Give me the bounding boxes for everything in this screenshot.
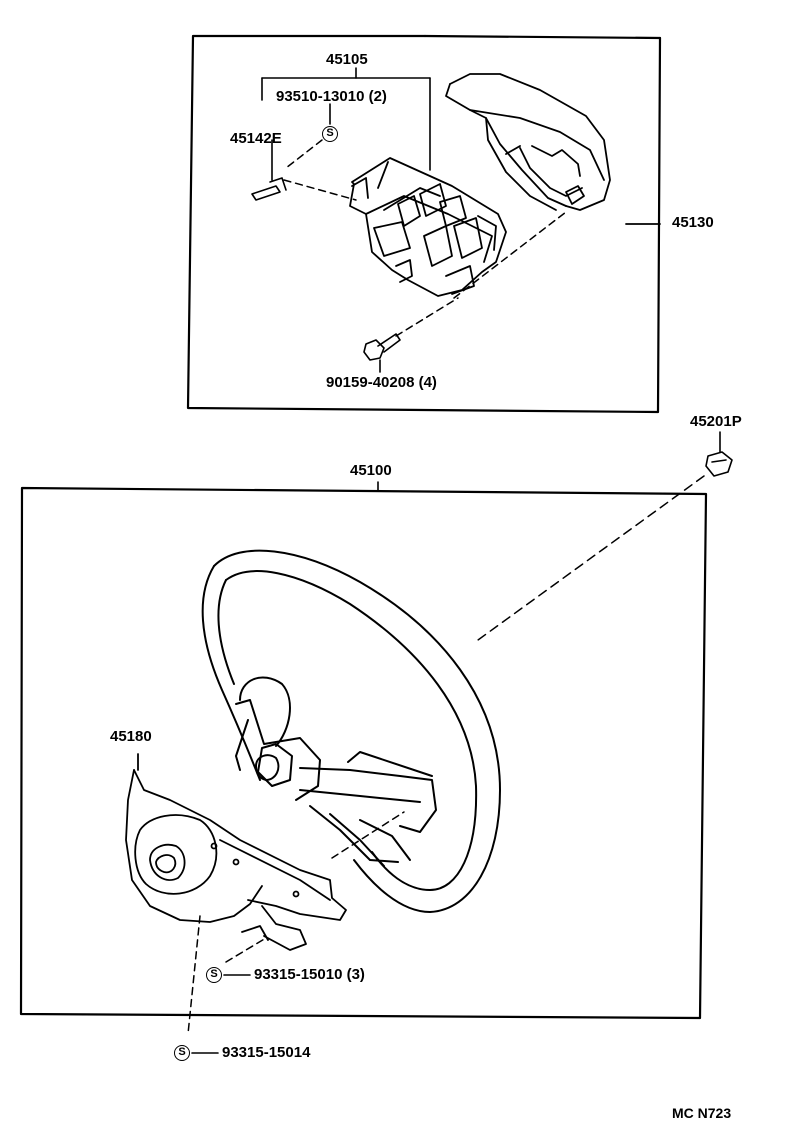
- lower-screw-label: 93315-15010 (3): [254, 966, 365, 983]
- cover-label: 45130: [672, 214, 714, 231]
- upper-dashed-leaders: [283, 139, 567, 337]
- cover-screw-label: 93315-15014: [222, 1044, 311, 1061]
- standard-part-symbol-lower: S: [206, 967, 222, 983]
- screw-set-label: 93510-13010 (2): [276, 88, 387, 105]
- pad-assembly-label: 45105: [326, 51, 368, 68]
- symbol-leaders: [191, 974, 251, 1054]
- bolt-label: 90159-40208 (4): [326, 374, 437, 391]
- bolt-drawing: [363, 333, 401, 373]
- cover-drawing: [445, 73, 661, 225]
- steering-wheel-label: 45100: [350, 462, 392, 479]
- standard-part-symbol-upper: S: [322, 126, 338, 142]
- nut-dashed-leader: [477, 475, 705, 641]
- pad-bracket-drawing: [349, 157, 507, 297]
- lower-box-frame: [19, 486, 708, 1020]
- lower-cover-label: 45180: [110, 728, 152, 745]
- lower-dashed-leaders: [187, 811, 405, 1035]
- diagram-code: MC N723: [672, 1105, 732, 1121]
- pad-screw-drawing: [251, 139, 287, 201]
- pad-screw-label: 45142E: [230, 130, 282, 147]
- upper-box-frame: [186, 34, 662, 414]
- upper-box-top-right: [423, 34, 662, 40]
- pad-assembly-leader: [261, 67, 431, 171]
- standard-part-symbol-bottom: S: [174, 1045, 190, 1061]
- nut-label: 45201P: [690, 413, 742, 430]
- steering-wheel-drawing: [201, 549, 501, 913]
- lower-cover-drawing: [125, 753, 347, 951]
- nut-drawing: [705, 431, 733, 477]
